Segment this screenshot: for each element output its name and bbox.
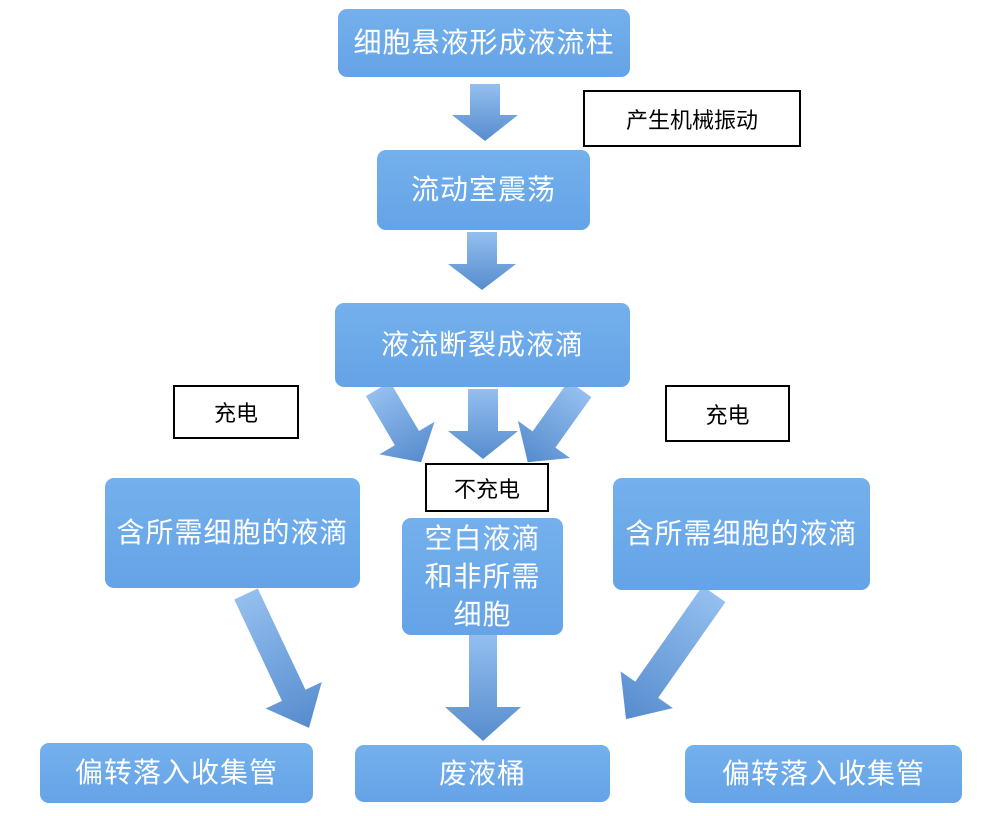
arrow-middle-to-waste-icon [445,634,521,741]
node-desired-cell-droplets-right: 含所需细胞的液滴 [613,478,870,590]
annotation-no-charge-label: 不充电 [453,476,520,502]
node-desired-cell-droplets-left-label: 含所需细胞的液滴 [116,517,349,548]
node-desired-cell-droplets-right-label: 含所需细胞的液滴 [625,518,858,549]
node-blank-droplets: 空白液滴 和非所需 细胞 [402,518,563,635]
node-stream-breaks-into-droplets: 液流断裂成液滴 [335,303,630,387]
node-stream-breaks-into-droplets-label: 液流断裂成液滴 [380,329,584,360]
node-waste-bucket-label: 废液桶 [438,757,526,789]
annotation-no-charge: 不充电 [425,463,549,512]
node-collect-tube-left: 偏转落入收集管 [40,743,313,803]
arrow-breakup-to-middle-icon [448,389,518,459]
annotation-charge-right-label: 充电 [705,402,750,428]
node-cell-suspension: 细胞悬液形成液流柱 [338,9,630,77]
arrow-top-to-vibrate-icon [452,84,518,141]
annotation-mechanical-vibration: 产生机械振动 [583,90,801,147]
node-flow-chamber-oscillation-label: 流动室震荡 [410,174,556,205]
arrow-left-to-collect-icon [234,588,322,728]
node-desired-cell-droplets-left: 含所需细胞的液滴 [105,478,360,588]
arrow-right-to-collect-icon [620,585,726,720]
node-blank-droplets-label: 空白液滴 和非所需 细胞 [424,522,541,630]
node-collect-tube-left-label: 偏转落入收集管 [74,757,278,788]
node-flow-chamber-oscillation: 流动室震荡 [377,150,590,230]
node-collect-tube-right-label: 偏转落入收集管 [721,758,925,789]
annotation-charge-left-label: 充电 [213,401,258,426]
annotation-charge-left: 充电 [173,385,299,439]
node-collect-tube-right: 偏转落入收集管 [685,745,962,803]
node-cell-suspension-label: 细胞悬液形成液流柱 [353,27,615,58]
arrow-vibrate-to-breakup-icon [448,232,516,290]
arrow-breakup-to-left-icon [365,381,435,463]
node-waste-bucket: 废液桶 [355,745,610,802]
annotation-charge-right: 充电 [665,385,790,442]
annotation-mechanical-vibration-label: 产生机械振动 [625,107,758,133]
arrow-breakup-to-right-icon [517,380,592,463]
